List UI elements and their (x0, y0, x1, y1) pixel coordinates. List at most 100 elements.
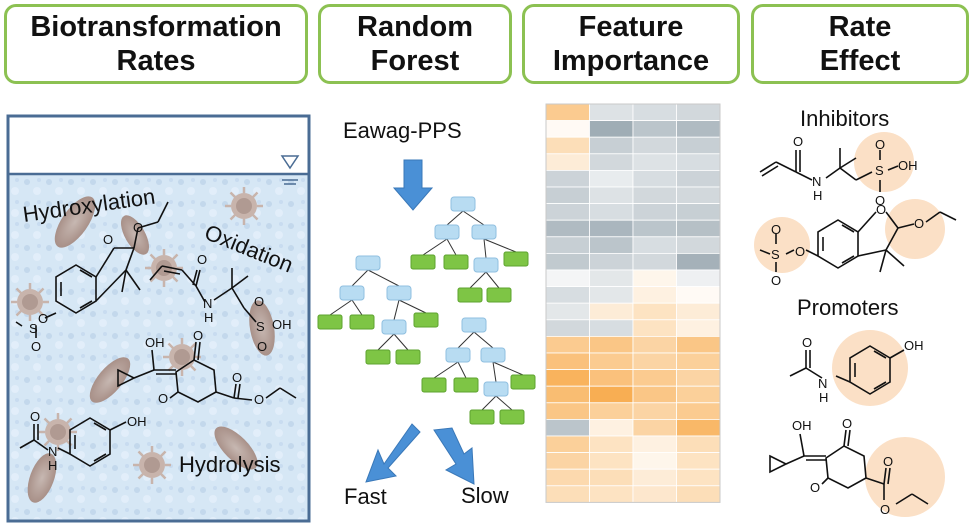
atom-label: O (232, 370, 242, 385)
heatmap-cell (676, 153, 721, 171)
highlight-circle (854, 132, 914, 192)
virus-icon (37, 411, 79, 453)
tree-split-node (483, 381, 509, 397)
heatmap-cell (545, 120, 590, 138)
heatmap-cell (545, 252, 590, 271)
heatmap-cell (676, 402, 721, 420)
atom-label: O (771, 222, 781, 237)
inhibitors-label: Inhibitors (800, 106, 889, 131)
atom-label: O (876, 202, 886, 217)
tree-split-node (450, 196, 476, 212)
atom-label: O (158, 391, 168, 406)
highlight-circle (832, 330, 908, 406)
heatmap-cell (545, 153, 590, 171)
virus-icon (143, 247, 185, 289)
highlight-circle (754, 217, 810, 273)
tree-split-node (473, 257, 499, 273)
heatmap-cell (676, 169, 721, 188)
structure-acrylamide-sulfonate-left (149, 265, 257, 323)
structure-paracetamol-left (19, 417, 127, 467)
atom-label: O (38, 311, 48, 326)
heatmap-cell (545, 103, 590, 122)
header-line: Random (357, 11, 473, 43)
atom-label: N (48, 444, 57, 459)
heatmap-cell (589, 319, 634, 337)
bacterium-icon (89, 357, 131, 403)
heatmap-cell (545, 418, 590, 437)
heatmap-cell (589, 236, 634, 254)
heatmap-cell (545, 219, 590, 238)
heatmap-cell (632, 302, 677, 321)
virus-icon (131, 444, 173, 486)
heatmap-cell (632, 402, 677, 420)
heatmap-cell (676, 418, 721, 437)
heatmap-cell (632, 385, 677, 404)
heatmap-cell (632, 286, 677, 304)
fast-arrow-icon (365, 423, 421, 483)
heatmap-cell (676, 136, 721, 155)
heatmap-cell (589, 120, 634, 138)
heatmap-cell (676, 219, 721, 238)
tree-leaf-node (443, 254, 469, 270)
atom-label: H (813, 188, 822, 203)
atom-label: O (880, 502, 890, 517)
atom-label: O (802, 335, 812, 350)
heatmap-cell (545, 286, 590, 304)
highlight-circle (885, 199, 945, 259)
atom-label: S (29, 321, 38, 336)
heatmap-cell (589, 435, 634, 454)
tree-leaf-node (503, 251, 529, 267)
heatmap-cell (676, 385, 721, 404)
heatmap-cell (545, 369, 590, 387)
atom-label: OH (904, 338, 924, 353)
atom-label: O (193, 328, 203, 343)
heatmap-cell (545, 452, 590, 470)
tree-leaf-node (499, 409, 525, 425)
heatmap-cell (589, 252, 634, 271)
heatmap-cell (632, 352, 677, 371)
heatmap-cell (632, 236, 677, 254)
fast-label: Fast (344, 484, 387, 509)
atom-label: N (203, 296, 212, 311)
heatmap-border (545, 103, 721, 503)
heatmap-cell (676, 352, 721, 371)
heatmap-cell (589, 418, 634, 437)
heatmap-cell (632, 103, 677, 122)
bacterium-icon (214, 426, 258, 470)
tree-leaf-node (469, 409, 495, 425)
atom-label: S (256, 319, 265, 334)
heatmap-cell (632, 252, 677, 271)
heatmap-cell (589, 286, 634, 304)
heatmap-cell (589, 103, 634, 122)
bacterium-icon (121, 215, 149, 255)
tree-split-node (445, 347, 471, 363)
heatmap-cell (676, 103, 721, 122)
atom-label: O (30, 409, 40, 424)
slow-label: Slow (461, 483, 509, 508)
atom-label: OH (272, 317, 292, 332)
atom-label: O (883, 454, 893, 469)
heatmap-cell (632, 153, 677, 171)
heatmap-cell (545, 335, 590, 354)
header-line: Forest (370, 45, 460, 77)
highlight-circle (865, 437, 945, 517)
header-line: Rate (828, 11, 892, 43)
tree-leaf-node (413, 312, 439, 328)
atom-label: O (257, 339, 267, 354)
heatmap-cell (545, 435, 590, 454)
structure-trinexapac-left (117, 341, 297, 403)
heatmap-cell (676, 186, 721, 205)
atom-label: O (842, 416, 852, 431)
heatmap-cell (632, 369, 677, 387)
heatmap-cell (589, 136, 634, 155)
heatmap-cell (545, 136, 590, 155)
heatmap-cell (589, 169, 634, 188)
tree-leaf-node (317, 314, 343, 330)
water-level-icon (280, 155, 300, 170)
tree-split-node (471, 224, 497, 240)
tree-leaf-node (510, 374, 536, 390)
header-line: Rates (116, 45, 196, 77)
heatmap-cell (632, 269, 677, 288)
